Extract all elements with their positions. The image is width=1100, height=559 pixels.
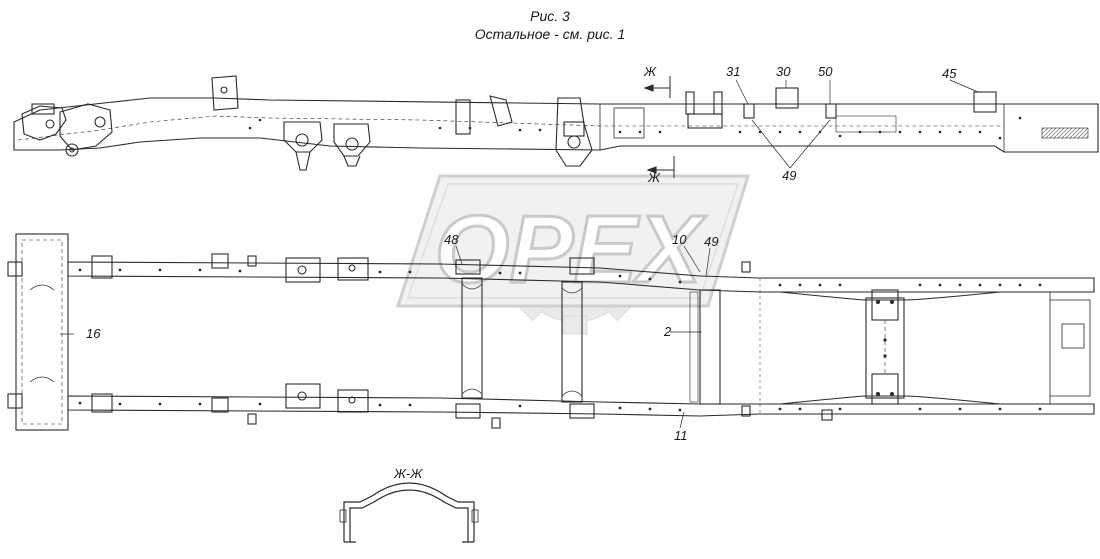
callout-10: 10 xyxy=(672,232,687,247)
watermark-logo: OPEX xyxy=(395,174,751,335)
top-view xyxy=(7,233,1095,431)
watermark-text: OPEX xyxy=(435,196,707,303)
section-view-title: Ж-Ж xyxy=(394,466,423,481)
figure-title: Рис. 3 xyxy=(530,8,570,24)
callout-50: 50 xyxy=(818,64,833,79)
callout-49-top: 49 xyxy=(704,234,719,249)
callout-2: 2 xyxy=(664,324,672,339)
callout-30: 30 xyxy=(776,64,791,79)
side-view xyxy=(13,75,1099,178)
section-marker-upper: Ж xyxy=(644,64,656,79)
callout-45: 45 xyxy=(942,66,957,81)
callout-49-side: 49 xyxy=(782,168,797,183)
callout-48: 48 xyxy=(444,232,459,247)
section-view xyxy=(339,482,479,543)
callout-11: 11 xyxy=(674,428,688,443)
callout-16: 16 xyxy=(86,326,101,341)
section-marker-lower: Ж xyxy=(648,170,660,185)
figure-subtitle: Остальное - см. рис. 1 xyxy=(474,26,626,42)
callout-31: 31 xyxy=(726,64,741,79)
